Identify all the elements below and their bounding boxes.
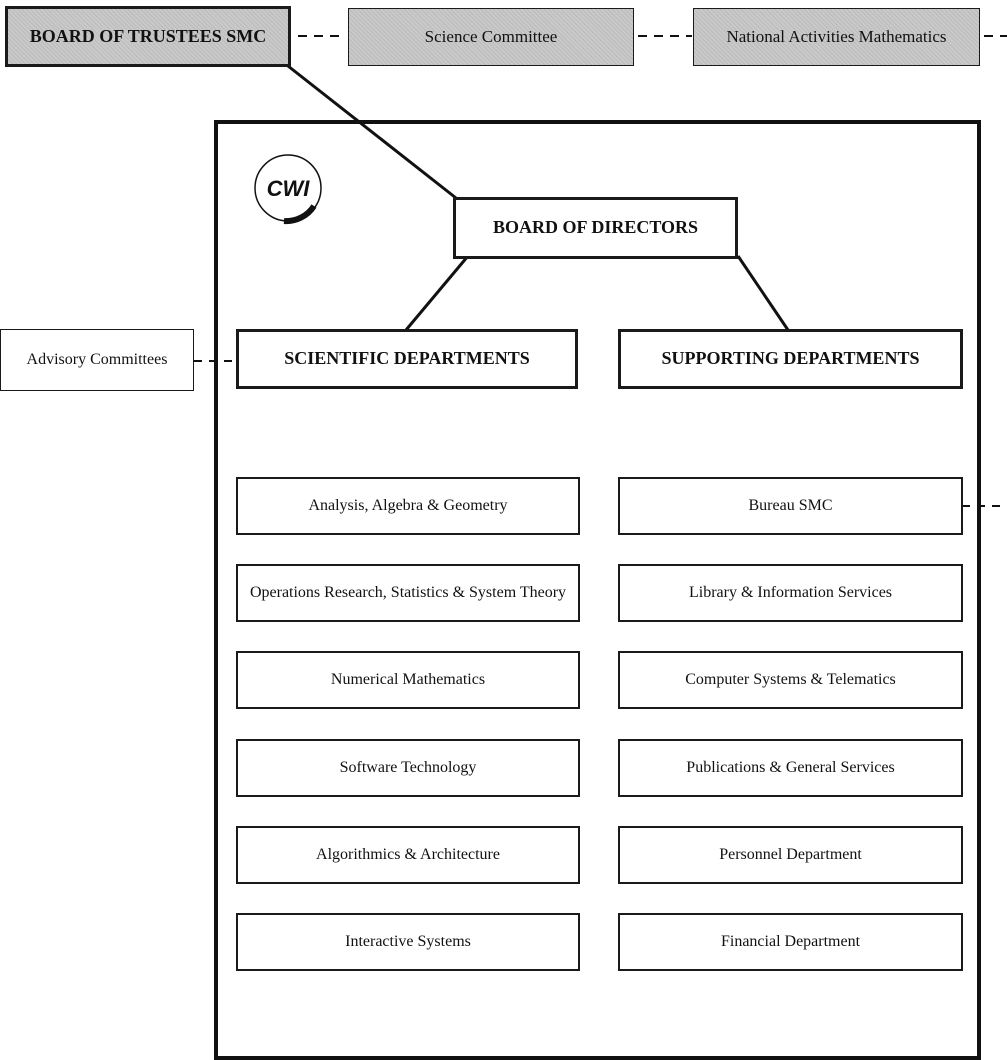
link-directors-supporting	[736, 255, 790, 331]
scientific-dept-item: Algorithmics & Architecture	[236, 826, 580, 884]
supporting-dept-label: Financial Department	[720, 933, 861, 951]
scientific-dept-label: Interactive Systems	[345, 933, 471, 951]
supporting-dept-label: Publications & General Services	[686, 759, 895, 777]
scientific-dept-item: Operations Research, Statistics & System…	[236, 564, 580, 622]
link-trustees-directors	[287, 64, 457, 200]
scientific-dept-label: Algorithmics & Architecture	[316, 846, 500, 864]
scientific-dept-label: Analysis, Algebra & Geometry	[308, 497, 508, 515]
national-activities-label: National Activities Mathematics	[726, 26, 947, 46]
advisory-committees-box: Advisory Committees	[0, 329, 194, 391]
supporting-dept-item: Publications & General Services	[618, 739, 963, 797]
science-committee-label: Science Committee	[424, 26, 558, 46]
supporting-departments-box: SUPPORTING DEPARTMENTS	[618, 329, 963, 389]
supporting-dept-item: Bureau SMC	[618, 477, 963, 535]
board-of-trustees-box: BOARD OF TRUSTEES SMC	[5, 6, 291, 67]
scientific-dept-label: Software Technology	[339, 759, 477, 777]
board-of-directors-label: BOARD OF DIRECTORS	[492, 217, 699, 238]
cwi-logo-icon: CWI	[254, 154, 322, 225]
scientific-dept-label: Operations Research, Statistics & System…	[249, 584, 567, 602]
supporting-dept-label: Bureau SMC	[748, 497, 833, 515]
science-committee-box: Science Committee	[348, 8, 634, 66]
supporting-dept-label: Computer Systems & Telematics	[685, 671, 896, 689]
scientific-dept-label: Numerical Mathematics	[330, 671, 486, 689]
advisory-committees-label: Advisory Committees	[26, 351, 168, 369]
supporting-dept-item: Computer Systems & Telematics	[618, 651, 963, 709]
scientific-dept-item: Analysis, Algebra & Geometry	[236, 477, 580, 535]
cwi-logo-text: CWI	[267, 176, 311, 201]
supporting-dept-item: Financial Department	[618, 913, 963, 971]
supporting-dept-item: Personnel Department	[618, 826, 963, 884]
scientific-dept-item: Numerical Mathematics	[236, 651, 580, 709]
scientific-dept-item: Software Technology	[236, 739, 580, 797]
board-of-trustees-label: BOARD OF TRUSTEES SMC	[29, 25, 267, 46]
scientific-departments-box: SCIENTIFIC DEPARTMENTS	[236, 329, 578, 389]
scientific-departments-label: SCIENTIFIC DEPARTMENTS	[284, 348, 530, 369]
link-directors-scientific	[404, 255, 470, 331]
national-activities-box: National Activities Mathematics	[693, 8, 980, 66]
supporting-dept-label: Personnel Department	[719, 846, 862, 864]
supporting-dept-item: Library & Information Services	[618, 564, 963, 622]
scientific-dept-item: Interactive Systems	[236, 913, 580, 971]
board-of-directors-box: BOARD OF DIRECTORS	[453, 197, 738, 259]
supporting-departments-label: SUPPORTING DEPARTMENTS	[661, 348, 920, 369]
supporting-dept-label: Library & Information Services	[688, 584, 893, 602]
